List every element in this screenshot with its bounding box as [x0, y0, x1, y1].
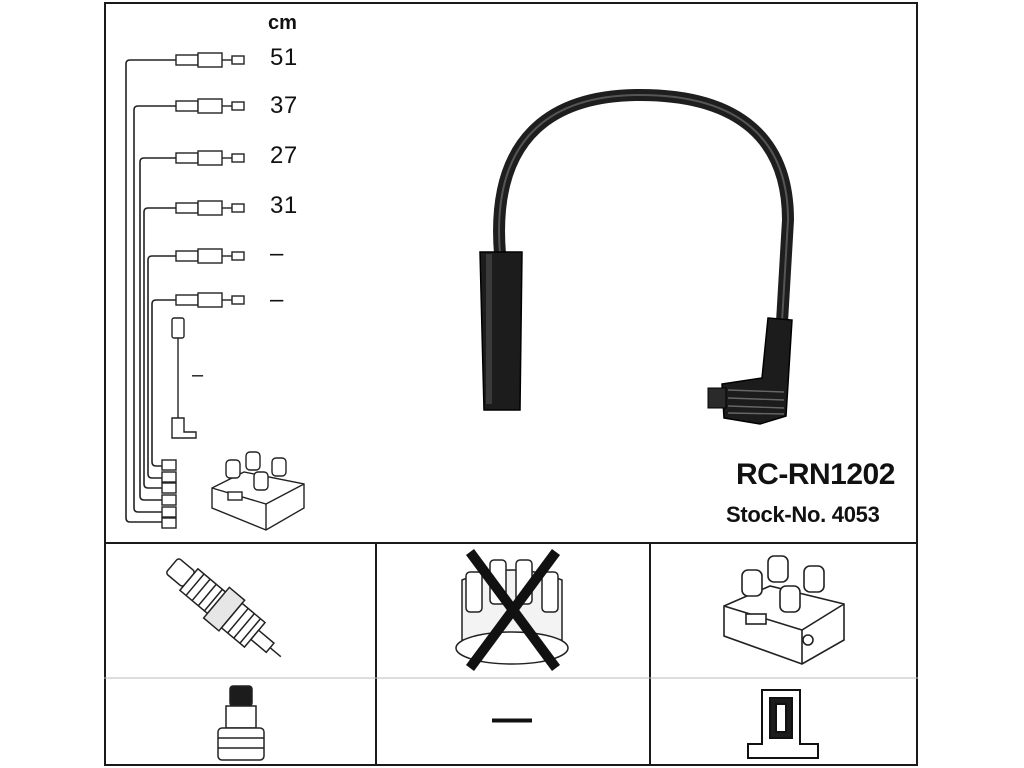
wire-set-legend	[125, 59, 176, 523]
plug-boot-icon	[217, 685, 265, 761]
connector-31	[175, 200, 245, 216]
diagram-frame	[104, 2, 918, 766]
coil-boot-icon	[747, 689, 819, 759]
stock-number: Stock-No. 4053	[726, 502, 880, 527]
connector-37	[175, 98, 245, 114]
unit-label: cm	[268, 12, 297, 34]
angled-boot	[721, 317, 793, 425]
not-applicable-dash: —	[492, 696, 532, 740]
bottom-terminals	[161, 459, 177, 529]
length-label-1: 51	[270, 44, 298, 71]
connector-27	[175, 150, 245, 166]
connector-51	[175, 52, 245, 68]
length-label-2: 37	[270, 92, 298, 119]
length-label-5: –	[270, 240, 284, 267]
terminal-tip	[707, 387, 727, 409]
distributor-cap-crossed-icon	[455, 549, 569, 671]
spark-plug-icon	[166, 558, 282, 658]
ignition-lead	[479, 88, 795, 425]
length-label-3: 27	[270, 142, 298, 169]
coil-lead-legend	[171, 317, 197, 439]
coil-lead-length: –	[192, 364, 204, 386]
connector-5	[175, 248, 245, 264]
lead-connectors	[161, 52, 245, 529]
connector-6	[175, 292, 245, 308]
model-number: RC-RN1202	[736, 458, 895, 491]
length-label-6: –	[270, 286, 284, 313]
length-label-4: 31	[270, 192, 298, 219]
legend-coil-pack	[211, 451, 305, 531]
ignition-coil-icon	[723, 555, 845, 665]
